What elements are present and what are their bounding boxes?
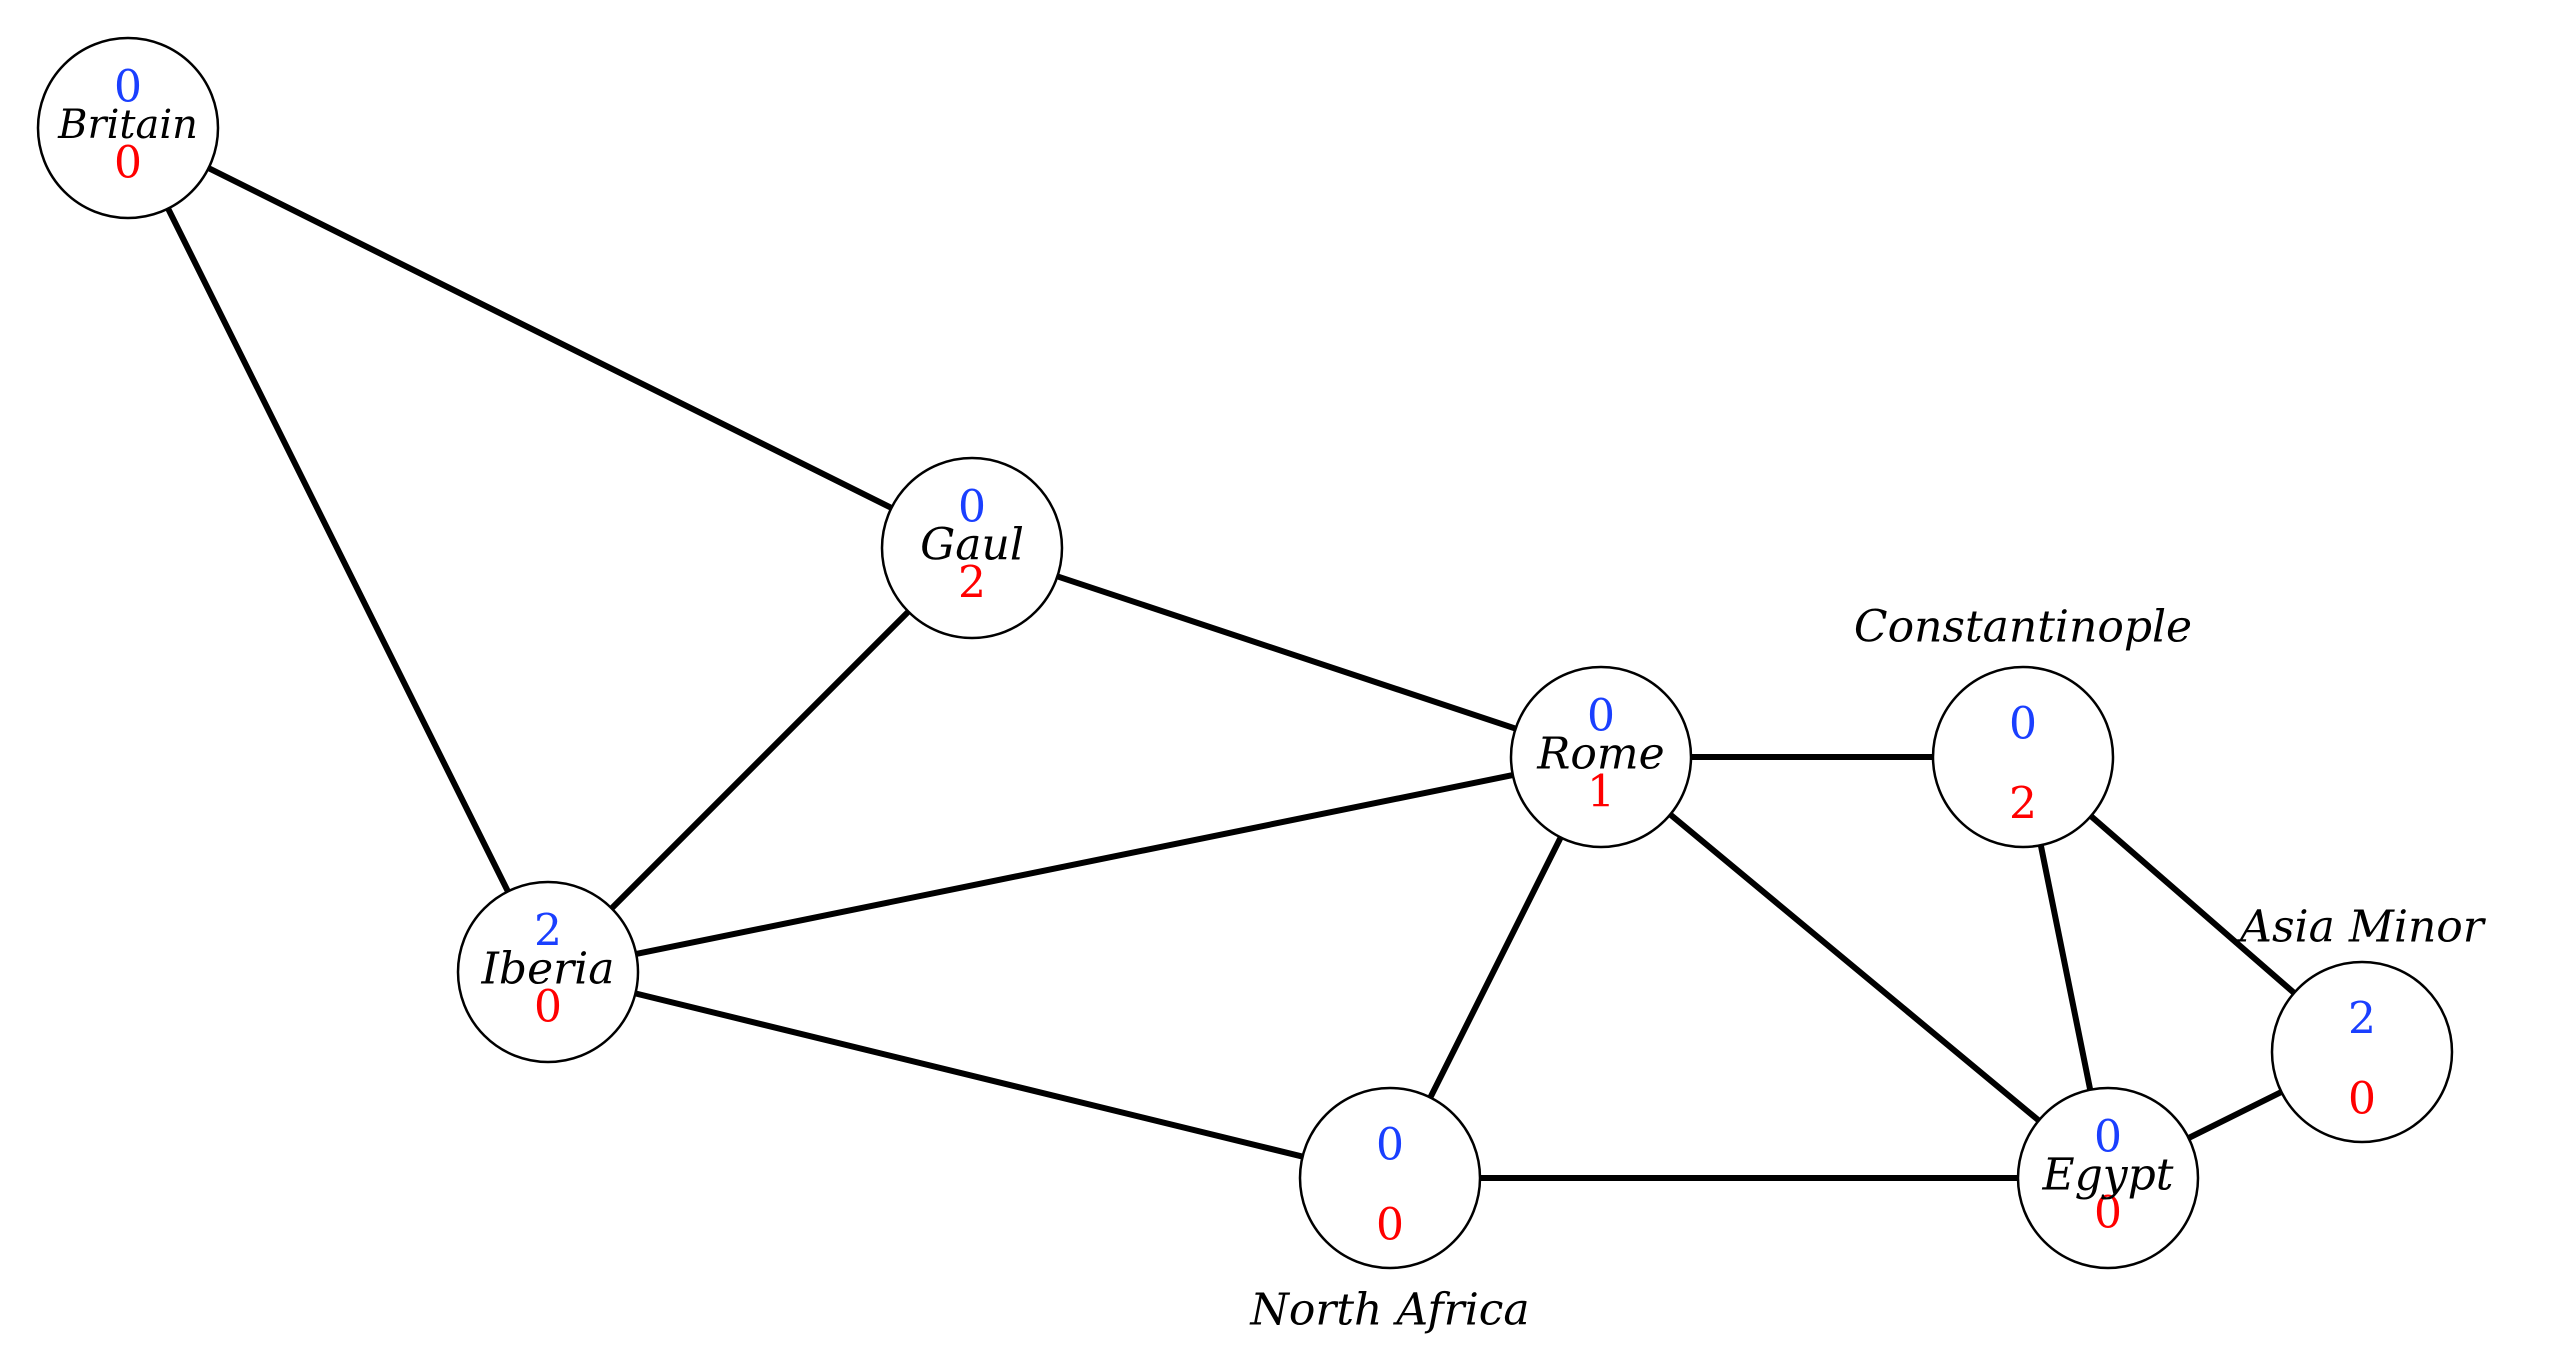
red-count: 2	[958, 558, 986, 609]
region-label: Asia Minor	[2236, 902, 2487, 953]
region-label: Britain	[57, 102, 198, 148]
red-count: 2	[2009, 779, 2037, 830]
node-circle	[2016, 1086, 2200, 1270]
red-count: 0	[2094, 1188, 2122, 1239]
red-count: 0	[114, 138, 142, 189]
node-circle	[1298, 1086, 1482, 1270]
edge-gaul-iberia	[545, 545, 975, 975]
edges-layer	[125, 125, 2365, 1181]
red-count: 0	[534, 982, 562, 1033]
blue-count: 0	[2094, 1112, 2122, 1163]
node-circle	[456, 880, 640, 1064]
blue-count: 0	[1376, 1120, 1404, 1171]
edge-gaul-rome	[969, 545, 1604, 760]
node-circle	[36, 36, 220, 220]
region-label: Constantinople	[1854, 602, 2192, 653]
blue-count: 2	[2348, 994, 2376, 1045]
node-asia-minor: 2 0 Asia Minor	[2236, 902, 2487, 1144]
edge-iberia-rome	[545, 754, 1604, 975]
edge-britain-iberia	[125, 125, 551, 975]
region-label: Egypt	[2042, 1150, 2174, 1201]
blue-count: 0	[114, 62, 142, 113]
blue-count: 0	[958, 482, 986, 533]
red-count: 0	[1376, 1200, 1404, 1251]
node-circle	[1509, 665, 1693, 849]
node-circle	[2270, 960, 2454, 1144]
region-label: Rome	[1536, 729, 1664, 780]
node-circle	[1931, 665, 2115, 849]
region-label: Iberia	[481, 944, 615, 995]
edge-iberia-north-africa	[545, 969, 1393, 1181]
region-label: Gaul	[920, 520, 1024, 571]
region-label: North Africa	[1249, 1285, 1529, 1336]
node-circle	[880, 456, 1064, 640]
red-count: 1	[1587, 767, 1615, 818]
blue-count: 0	[1587, 691, 1615, 742]
red-count: 0	[2348, 1074, 2376, 1125]
node-constantinople: 0 2 Constantinople	[1854, 602, 2192, 849]
blue-count: 0	[2009, 699, 2037, 750]
nodes-layer: 00Britain02Gaul20Iberia01Rome02Constanti…	[36, 36, 2487, 1336]
edge-rome-egypt	[1598, 754, 2111, 1181]
blue-count: 2	[534, 906, 562, 957]
edge-britain-gaul	[125, 125, 975, 551]
